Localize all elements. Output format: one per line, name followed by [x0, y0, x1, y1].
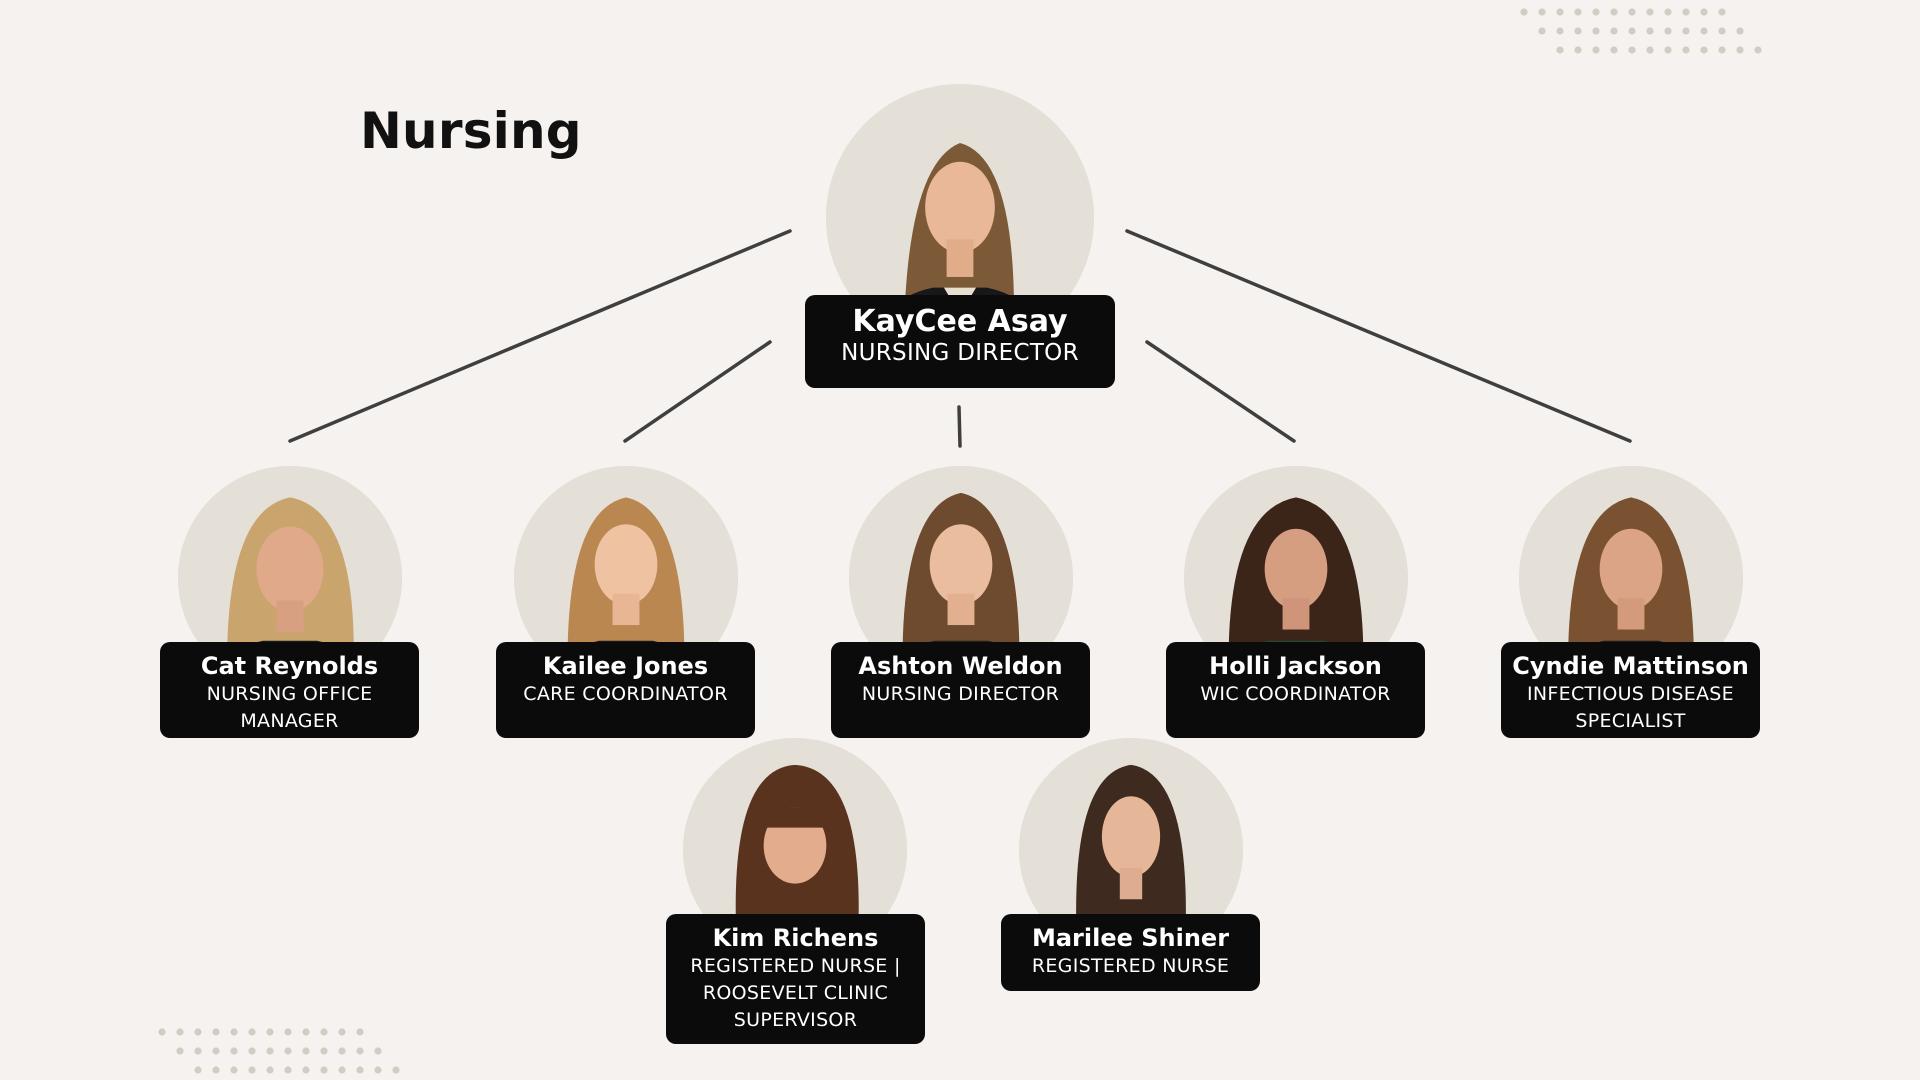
person-role: CARE COORDINATOR [523, 683, 728, 705]
person-name: Ashton Weldon [858, 652, 1063, 680]
person-name: Kailee Jones [542, 652, 709, 680]
card-kim-richens: Kim Richens REGISTERED NURSE | ROOSEVELT… [666, 914, 925, 1044]
person-role: INFECTIOUS DISEASE SPECIALIST [1527, 683, 1734, 732]
person-role: REGISTERED NURSE [1031, 955, 1230, 977]
connector-line-holli-jackson [1145, 340, 1296, 443]
person-name: Marilee Shiner [1031, 924, 1230, 952]
person-name: Holli Jackson [1209, 652, 1382, 680]
card-cat-reynolds: Cat Reynolds NURSING OFFICE MANAGER [160, 642, 419, 738]
person-name: KayCee Asay [852, 304, 1068, 339]
person-role: WIC COORDINATOR [1200, 683, 1391, 705]
connector-line-cat-reynolds [288, 229, 792, 443]
connector-line-kailee-jones [623, 340, 772, 443]
page-title: Nursing [360, 102, 582, 160]
person-role: NURSING DIRECTOR [841, 340, 1079, 366]
card-kailee-jones: Kailee Jones CARE COORDINATOR [496, 642, 755, 738]
decorative-dots-bottom-left [158, 1028, 400, 1074]
card-kaycee-asay: KayCee Asay NURSING DIRECTOR [805, 295, 1115, 388]
connector-line-cyndie-mattinson [1125, 229, 1632, 443]
person-role: NURSING DIRECTOR [861, 683, 1060, 705]
connector-line-ashton-weldon [957, 405, 962, 448]
card-cyndie-mattinson: Cyndie Mattinson INFECTIOUS DISEASE SPEC… [1501, 642, 1760, 738]
card-marilee-shiner: Marilee Shiner REGISTERED NURSE [1001, 914, 1260, 991]
person-role: REGISTERED NURSE | ROOSEVELT CLINIC SUPE… [690, 955, 901, 1031]
person-name: Kim Richens [712, 924, 879, 952]
person-name: Cyndie Mattinson [1512, 652, 1749, 680]
person-name: Cat Reynolds [200, 652, 379, 680]
card-holli-jackson: Holli Jackson WIC COORDINATOR [1166, 642, 1425, 738]
decorative-dots-top-right [1520, 8, 1762, 54]
person-role: NURSING OFFICE MANAGER [206, 683, 373, 732]
card-ashton-weldon: Ashton Weldon NURSING DIRECTOR [831, 642, 1090, 738]
